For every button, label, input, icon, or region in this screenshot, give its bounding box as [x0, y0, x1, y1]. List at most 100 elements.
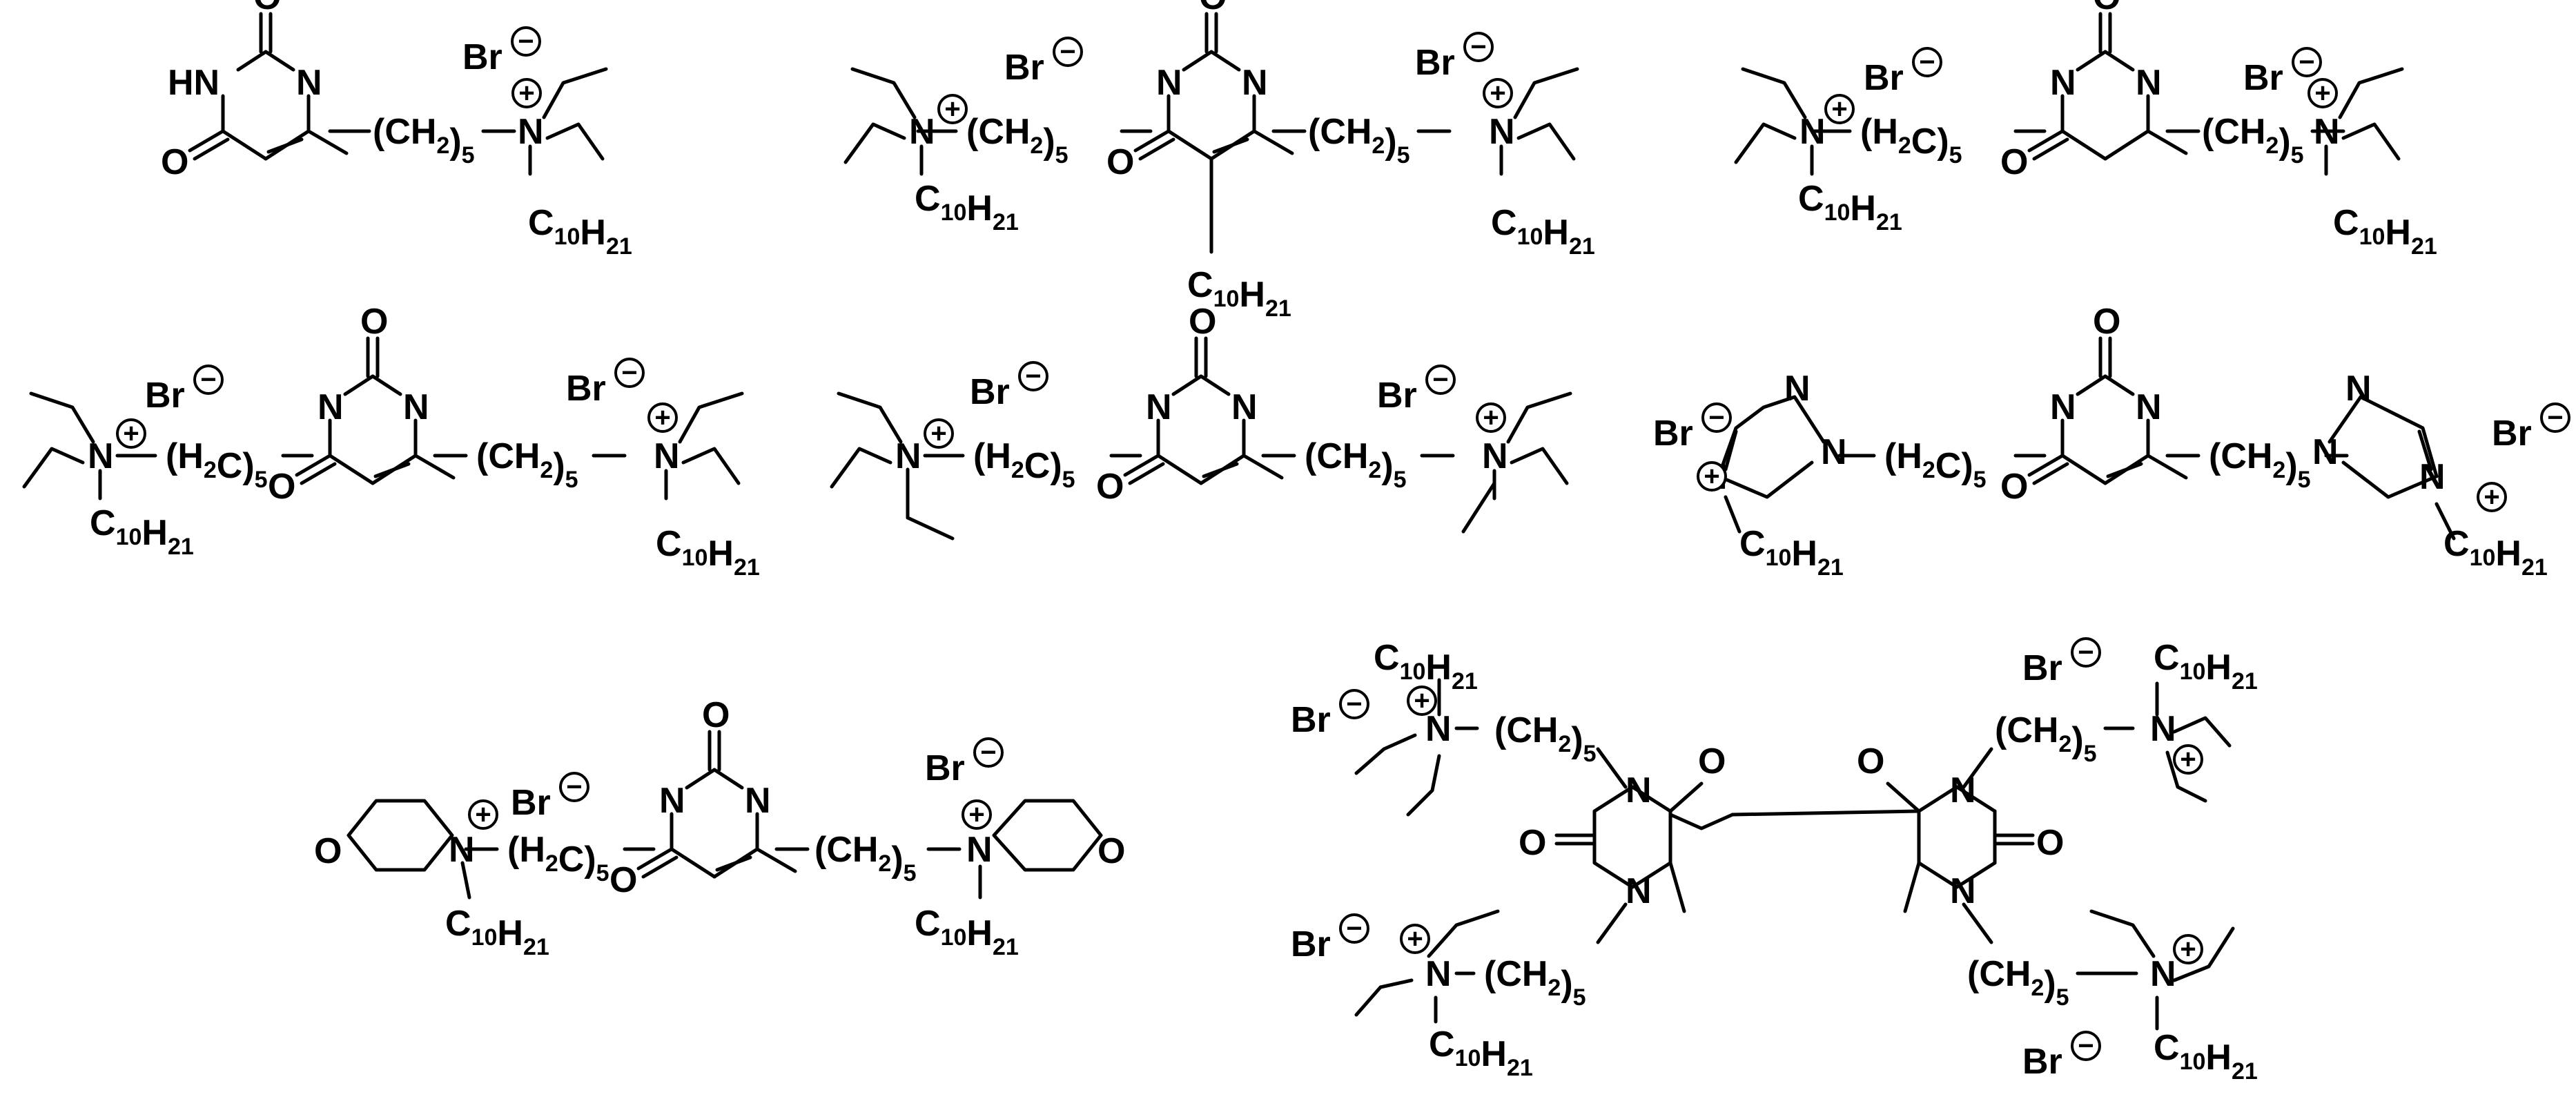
double-bond-line [2106, 462, 2143, 478]
subscript: 21 [993, 934, 1019, 960]
subscript: 10 [2470, 545, 2496, 571]
double-bond-line [1123, 454, 1160, 477]
minus-sign: − [1432, 365, 1448, 395]
decyl-label: C10H21 [915, 179, 1019, 235]
structure-drawing-layer: OOHNN(CH2)5N+C10H21Br−OONN(CH2)5N+C10H21… [22, 0, 2570, 1085]
subscript: 5 [255, 467, 268, 493]
formula-part: H [1239, 275, 1265, 315]
double-bond-line [2032, 137, 2069, 161]
formula-part: ) [449, 122, 461, 162]
bond-line [2103, 129, 2150, 161]
formula-part: C [915, 904, 941, 944]
negative-charge-icon [559, 772, 589, 802]
negative-charge-icon [1339, 913, 1369, 944]
formula-part: H [966, 188, 993, 229]
formula-part: (H [1884, 436, 1922, 476]
bond-line [2434, 502, 2456, 541]
formula-part: H [1850, 188, 1876, 229]
double-bond-line [715, 855, 752, 872]
bromide-label: Br [970, 372, 1010, 412]
bond-line [2076, 50, 2107, 72]
decyl-label: C10H21 [915, 904, 1019, 960]
atom-label: N [296, 63, 322, 103]
subscript: 21 [523, 934, 549, 960]
minus-sign: − [1708, 402, 1724, 433]
double-bond-line [1128, 462, 1165, 485]
subscript: 21 [1569, 233, 1595, 260]
subscript: 21 [2232, 668, 2258, 694]
formula-part: (CH [1995, 710, 2058, 750]
atom-label: O [702, 695, 730, 735]
formula-part: C [445, 904, 471, 944]
plus-sign: + [968, 799, 984, 830]
subscript: 2 [1922, 457, 1935, 483]
bond-line [1962, 902, 1993, 944]
atom-label: O [2036, 823, 2064, 863]
bond-line [22, 447, 85, 489]
bond-line [2165, 750, 2207, 803]
bond-line [1734, 122, 1797, 164]
formula-part: H [1543, 213, 1569, 253]
bond-line [830, 447, 892, 489]
bond-line [1630, 861, 1672, 889]
subscript: 21 [606, 233, 632, 260]
atom-label: N [745, 781, 771, 821]
double-bond-line [2027, 129, 2065, 153]
subscript: 5 [2291, 142, 2304, 168]
bond-line [1171, 374, 1203, 396]
bond-line [1461, 481, 1496, 534]
formula-part: H [2495, 534, 2521, 574]
subscript: 21 [1817, 554, 1844, 581]
negative-charge-icon [614, 358, 645, 388]
pentamethylene-label: (CH2)5 [814, 830, 917, 886]
atom-label: O [1698, 741, 1726, 781]
positive-charge-icon [116, 418, 146, 449]
bond-line [670, 847, 716, 879]
minus-sign: − [1025, 361, 1041, 391]
decyl-label: C10H21 [528, 203, 632, 260]
decyl-label: C10H21 [2154, 1028, 2258, 1085]
formula-part: ) [2285, 446, 2297, 486]
methyl-bond [413, 454, 456, 480]
negative-charge-icon [2071, 637, 2101, 668]
formula-part: H [497, 913, 523, 953]
pentamethylene-label: (CH2)5 [966, 112, 1069, 168]
bond-line [2060, 129, 2107, 161]
subscript: 21 [1452, 668, 1478, 694]
bond-line [2060, 454, 2107, 485]
minus-sign: − [980, 737, 996, 768]
bond-line [837, 391, 903, 444]
formula-part: C [2333, 203, 2359, 243]
bond-line [712, 768, 744, 790]
plus-sign: + [1407, 924, 1423, 954]
bond-line [2089, 909, 2156, 958]
formula-part: C [1798, 179, 1824, 219]
double-bond-line [641, 855, 679, 879]
bond-line [2172, 716, 2232, 748]
minus-sign: − [2078, 1031, 2094, 1061]
atom-label: O [609, 860, 637, 900]
double-bond-line [1886, 781, 1921, 813]
bond-line [1427, 909, 1500, 958]
subscript: 5 [1055, 142, 1069, 168]
plus-sign: + [123, 418, 139, 449]
formula-part: (CH [2202, 112, 2265, 152]
bond-line [992, 799, 1103, 872]
bromide-label: Br [145, 376, 185, 416]
subscript: 2 [436, 133, 449, 159]
bromide-label: Br [2022, 1042, 2062, 1082]
formula-part: (H [973, 436, 1011, 476]
methyl-bond [1903, 861, 1921, 913]
pentamethylene-label: (CH2)5 [476, 436, 578, 493]
subscript: 2 [1558, 731, 1571, 757]
bond-line [1516, 122, 1576, 161]
decyl-label: C10H21 [1798, 179, 1902, 235]
bond-line [681, 447, 741, 485]
subscript: 21 [2232, 1058, 2258, 1085]
subscript: 2 [878, 851, 891, 877]
atom-label: N [966, 830, 993, 870]
compound-6: OONN(H2C)5NNN+C10H21Br−(CH2)5NNN+C10H21B… [1653, 302, 2570, 581]
positive-charge-icon [2477, 482, 2507, 512]
